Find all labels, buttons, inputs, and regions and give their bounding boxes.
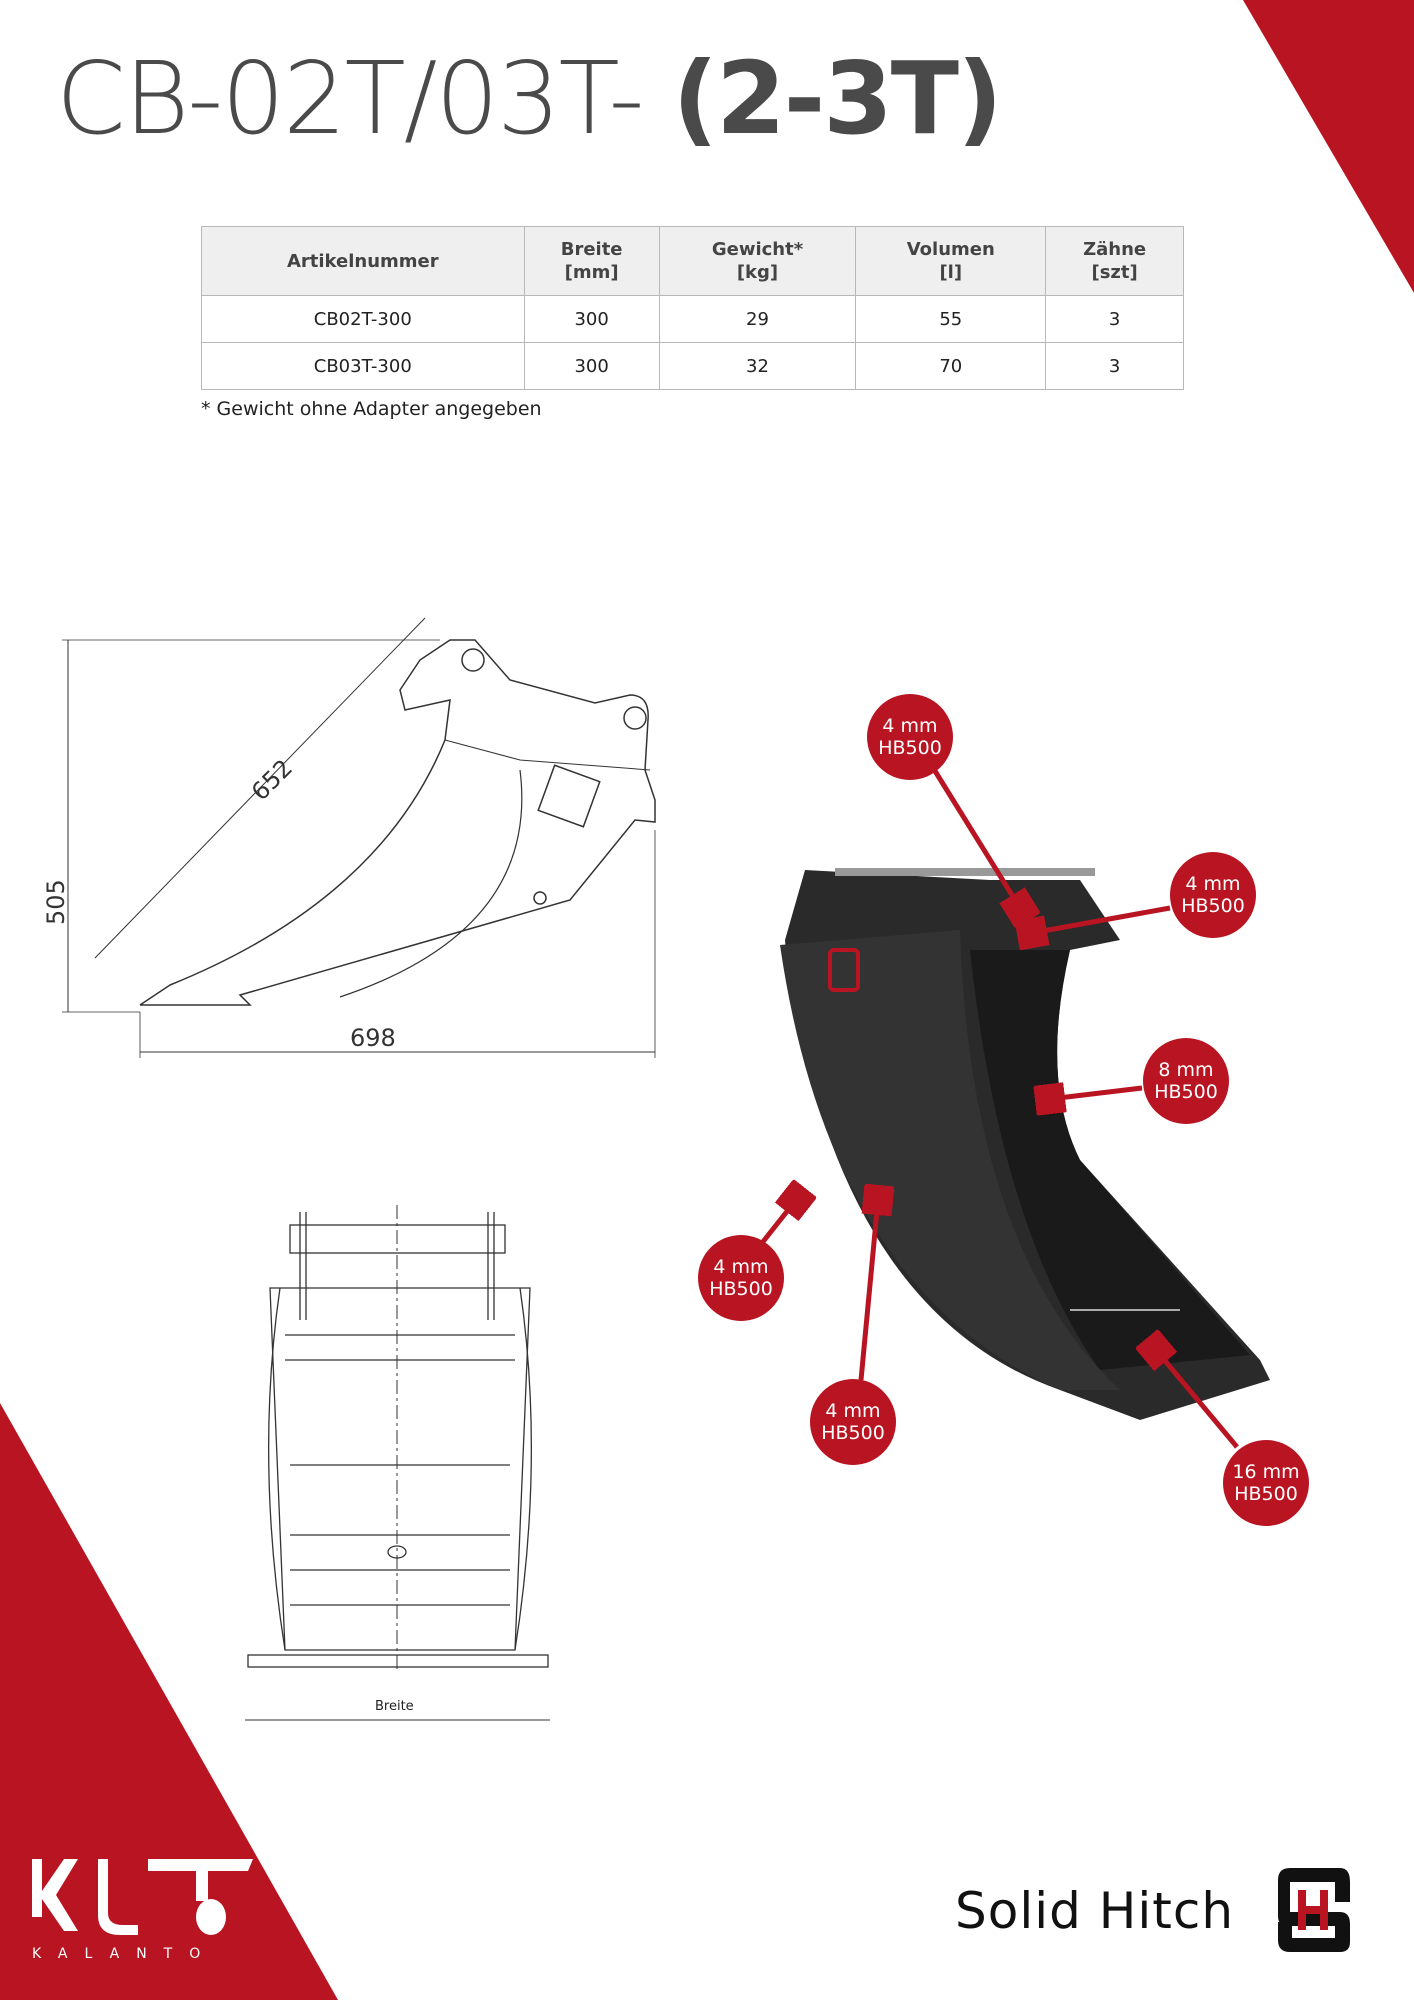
callout-grade: HB500 — [1234, 1483, 1298, 1505]
weight-note: * Gewicht ohne Adapter angegeben — [201, 398, 542, 420]
callout-thickness: 8 mm — [1158, 1059, 1214, 1081]
table-cell: 3 — [1045, 295, 1184, 343]
callout-grade: HB500 — [1154, 1081, 1218, 1103]
dim-height: 505 — [42, 879, 70, 925]
header-text: Artikelnummer — [286, 250, 439, 272]
header-text: Gewicht* — [711, 239, 804, 260]
callout-grade: HB500 — [821, 1422, 885, 1444]
page-title: CB-02T/03T- (2-3T) — [56, 40, 1003, 157]
header-text: Breite — [560, 239, 623, 260]
column-header: Gewicht*[kg] — [658, 226, 857, 296]
title-bold: (2-3T) — [672, 40, 1002, 157]
kalanto-name: KALANTO — [32, 1946, 218, 1962]
table-cell: 3 — [1045, 342, 1184, 390]
table-cell: CB03T-300 — [201, 342, 525, 390]
header-text: Volumen — [906, 239, 995, 260]
dim-length: 652 — [246, 754, 298, 806]
dim-width: 698 — [350, 1024, 396, 1052]
callout-thickness: 4 mm — [825, 1400, 881, 1422]
solid-hitch-logo — [1278, 1868, 1350, 1952]
column-header: Zähne[szt] — [1045, 226, 1184, 296]
solid-hitch-name: Solid Hitch — [955, 1882, 1235, 1940]
front-width-label: Breite — [375, 1699, 414, 1714]
logo-plate-icon — [537, 764, 601, 828]
front-view-drawing: Breite — [245, 1205, 550, 1721]
table-cell: CB02T-300 — [201, 295, 525, 343]
red-corner-top-right — [1243, 0, 1414, 293]
callout-thickness: 4 mm — [713, 1256, 769, 1278]
callout-grade: HB500 — [878, 737, 942, 759]
table-cell: 70 — [855, 342, 1047, 390]
table-cell: 55 — [855, 295, 1047, 343]
table-cell: 29 — [658, 295, 857, 343]
header-text: [kg] — [736, 262, 779, 283]
header-text: Zähne — [1083, 239, 1147, 260]
callout-grade: HB500 — [709, 1278, 773, 1300]
title-light: CB-02T/03T- — [56, 40, 673, 157]
header-text: [l] — [939, 262, 963, 283]
table-cell: 300 — [523, 342, 660, 390]
red-corner-bottom-left — [0, 1403, 338, 2000]
column-header: Artikelnummer — [201, 226, 525, 296]
header-text: [szt] — [1091, 262, 1138, 283]
side-view-drawing: 505 652 698 — [42, 617, 656, 1058]
column-header: Breite[mm] — [523, 226, 660, 296]
callout-thickness: 4 mm — [1185, 873, 1241, 895]
callout-thickness: 4 mm — [882, 715, 938, 737]
callout-thickness: 16 mm — [1232, 1461, 1300, 1483]
bucket-logo-icon — [828, 948, 860, 992]
header-text: [mm] — [564, 262, 619, 283]
table-cell: 32 — [658, 342, 857, 390]
column-header: Volumen[l] — [855, 226, 1047, 296]
table-cell: 300 — [523, 295, 660, 343]
callout-grade: HB500 — [1181, 895, 1245, 917]
klt-logo — [32, 1859, 253, 1935]
